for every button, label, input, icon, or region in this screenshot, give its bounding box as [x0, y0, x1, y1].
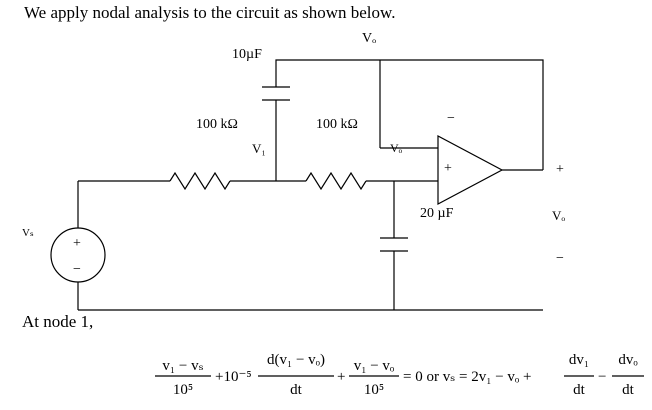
frac5-denominator: dt: [622, 382, 635, 398]
vo-inv-label: Vₒ: [390, 141, 403, 155]
output-minus-label: −: [556, 251, 564, 266]
frac3-numerator: v₁ − vₒ: [354, 358, 395, 374]
capacitor-20uf: [380, 181, 408, 310]
frac1-numerator: v₁ − vₛ: [162, 358, 203, 374]
frac1-denominator: 10⁵: [173, 382, 193, 398]
cap2-label: 20 µF: [420, 206, 454, 221]
voltage-source: [50, 227, 106, 310]
resistor-100k-1: [169, 171, 231, 191]
eq-middle: = 0 or vₛ = 2v₁ − vₒ +: [403, 369, 531, 385]
top-feedback-wire: [275, 59, 544, 162]
frac2-denominator: dt: [290, 382, 303, 398]
node-text: At node 1,: [22, 312, 93, 331]
source-minus-label: −: [73, 262, 81, 277]
main-wire: [77, 171, 438, 228]
opamp-minus-label: −: [447, 111, 455, 126]
output-plus-label: +: [556, 162, 564, 177]
res1-label: 100 kΩ: [196, 117, 238, 132]
intro-text: We apply nodal analysis to the circuit a…: [24, 3, 395, 22]
frac4-denominator: dt: [573, 382, 586, 398]
vo-right-label: Vₒ: [552, 208, 565, 223]
frac3-denominator: 10⁵: [364, 382, 384, 398]
eq-plus: +: [337, 369, 345, 385]
resistor-100k-2: [305, 171, 367, 191]
frac4-numerator: dv₁: [569, 352, 589, 368]
capacitor-10uf: [262, 86, 290, 181]
frac2-numerator: d(v₁ − vₒ): [267, 352, 325, 368]
cap1-label: 10µF: [232, 47, 262, 62]
op-amp: [437, 135, 544, 205]
frac5-numerator: dvₒ: [618, 352, 638, 368]
nodal-equation: v₁ − vₛ 10⁵ +10⁻⁵ d(v₁ − vₒ) dt + v₁ − v…: [155, 352, 644, 398]
eq-minus: −: [598, 369, 606, 385]
vs-label: Vₛ: [22, 227, 34, 239]
opamp-plus-label: +: [444, 161, 452, 176]
vo-top-label: Vₒ: [362, 31, 376, 46]
eq-term-coef: +10⁻⁵: [215, 369, 252, 385]
source-plus-label: +: [73, 236, 81, 251]
v1-label: V₁: [252, 141, 266, 156]
res2-label: 100 kΩ: [316, 117, 358, 132]
